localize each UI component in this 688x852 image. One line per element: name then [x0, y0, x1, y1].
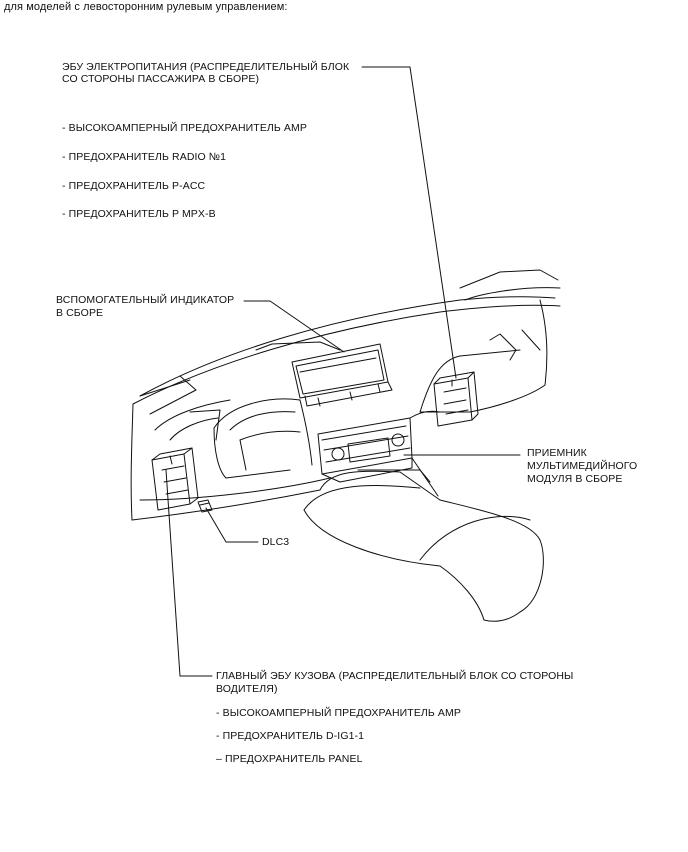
main-body-ecu-junction-block	[151, 447, 199, 511]
label-aux-indicator-line1: ВСПОМОГАТЕЛЬНЫЙ ИНДИКАТОР	[56, 294, 235, 306]
label-multimedia-line1: ПРИЕМНИК	[527, 447, 587, 459]
power-ecu-fuse-item: - ПРЕДОХРАНИТЕЛЬ P-ACC	[62, 180, 206, 192]
dashboard-top-outline	[132, 269, 561, 415]
label-multimedia-line2: МУЛЬТИМЕДИЙНОГО	[527, 460, 638, 472]
multimedia-receiver-assembly	[317, 410, 441, 497]
power-ecu-fuse-item: - ПРЕДОХРАНИТЕЛЬ P MPX-B	[62, 208, 216, 220]
main-body-ecu-fuse-item: - ПРЕДОХРАНИТЕЛЬ D-IG1-1	[216, 730, 365, 742]
power-ecu-junction-block	[433, 371, 479, 427]
power-ecu-fuse-item: - ПРЕДОХРАНИТЕЛЬ RADIO №1	[62, 151, 227, 163]
gauge-hood-outline	[213, 398, 313, 479]
main-body-ecu-fuse-item: – ПРЕДОХРАНИТЕЛЬ PANEL	[216, 753, 363, 765]
main-body-ecu-fuse-item: - ВЫСОКОАМПЕРНЫЙ ПРЕДОХРАНИТЕЛЬ AMP	[216, 707, 461, 719]
center-console-outline	[303, 469, 544, 622]
label-main-body-ecu-line2: ВОДИТЕЛЯ)	[216, 683, 278, 695]
power-ecu-fuse-item: - ВЫСОКОАМПЕРНЫЙ ПРЕДОХРАНИТЕЛЬ AMP	[62, 122, 307, 134]
aux-indicator-assembly	[291, 343, 393, 407]
label-power-ecu-line1: ЭБУ ЭЛЕКТРОПИТАНИЯ (РАСПРЕДЕЛИТЕЛЬНЫЙ БЛ…	[62, 61, 350, 73]
dashboard-face-outline	[130, 299, 548, 521]
label-aux-indicator-line2: В СБОРЕ	[56, 307, 104, 319]
label-power-ecu-line2: СО СТОРОНЫ ПАССАЖИРА В СБОРЕ)	[62, 73, 260, 85]
label-main-body-ecu-line1: ГЛАВНЫЙ ЭБУ КУЗОВА (РАСПРЕДЕЛИТЕЛЬНЫЙ БЛ…	[216, 670, 574, 682]
label-multimedia-line3: МОДУЛЯ В СБОРЕ	[527, 473, 623, 485]
page-heading: для моделей с левосторонним рулевым упра…	[4, 1, 288, 13]
label-dlc3: DLC3	[262, 536, 290, 548]
dlc3-connector	[197, 499, 213, 513]
leader-lines	[165, 66, 521, 677]
